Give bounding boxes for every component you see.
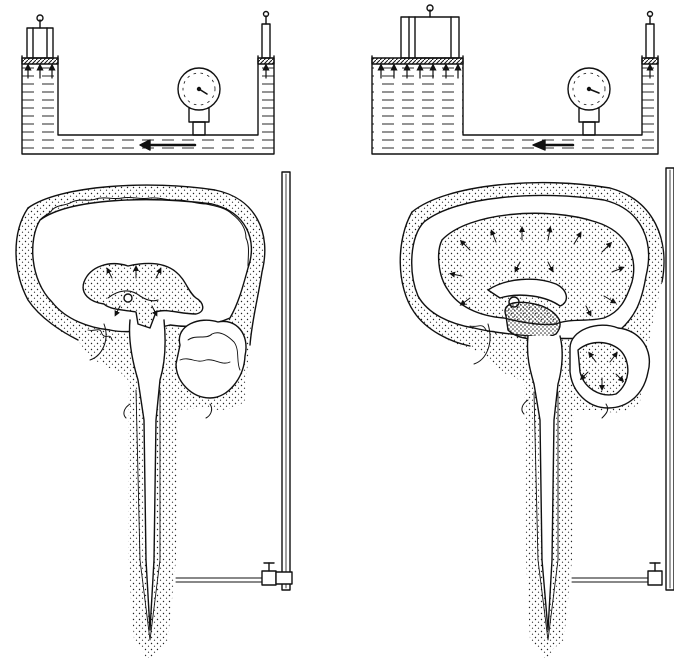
right-brain-section — [400, 183, 664, 658]
pressure-gauge — [568, 68, 610, 135]
left-brain-section — [16, 185, 265, 658]
piston-weight — [401, 5, 459, 58]
stopcock — [648, 563, 662, 585]
right-hydraulic-apparatus — [372, 5, 658, 154]
pressure-gauge — [178, 68, 220, 135]
piston-weight — [27, 15, 53, 58]
left-hydraulic-apparatus — [22, 12, 274, 155]
